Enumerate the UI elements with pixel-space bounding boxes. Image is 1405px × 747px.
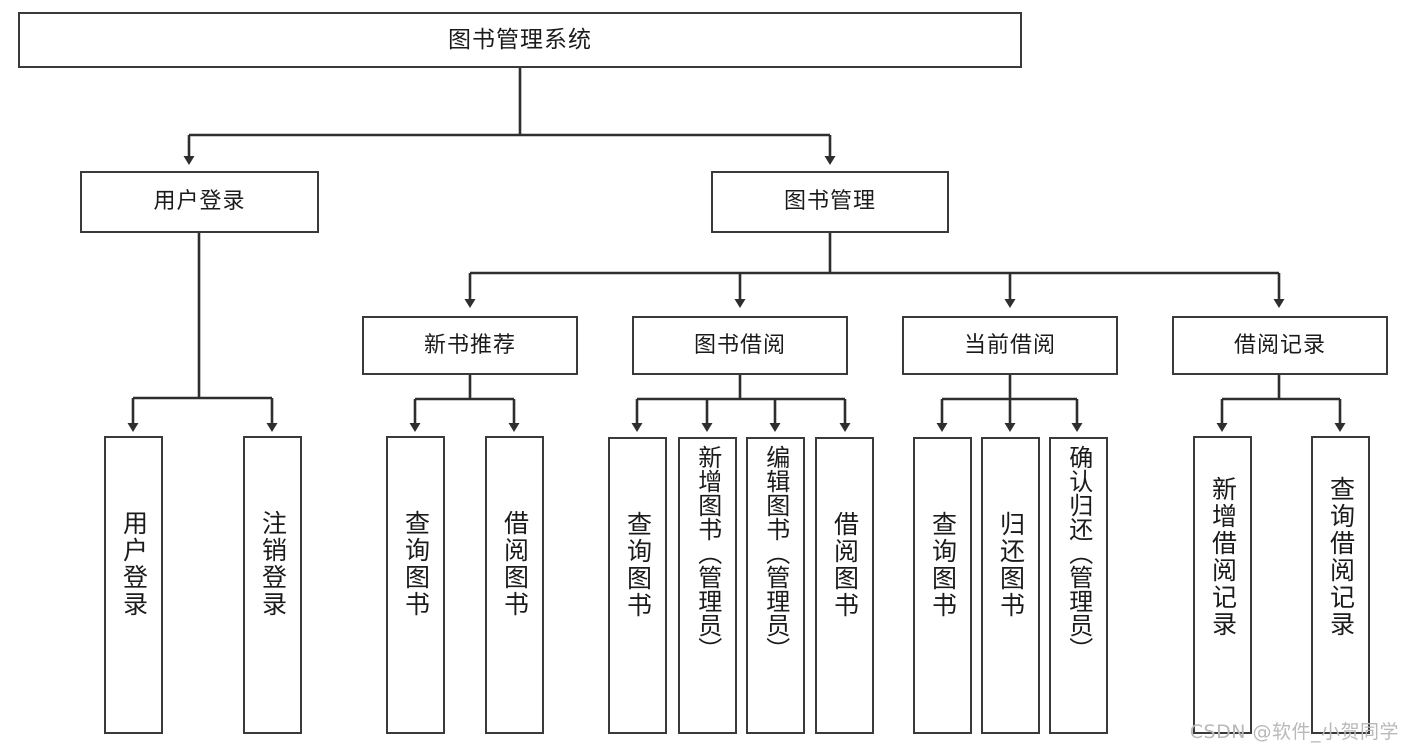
node-book-borrow-label: 图书借阅 <box>693 332 786 358</box>
leaf-borrow-book-recommend[interactable]: 借阅图书 <box>485 436 544 734</box>
node-current-borrow[interactable]: 当前借阅 <box>902 316 1118 375</box>
leaf-edit-book[interactable]: 编辑图书（管理员） <box>746 437 805 734</box>
leaf-edit-book-label: 编辑图书（管理员） <box>761 445 790 661</box>
leaf-query-book-current-label: 查询图书 <box>928 511 958 619</box>
leaf-query-book-recommend[interactable]: 查询图书 <box>386 436 445 734</box>
node-borrow-record-label: 借阅记录 <box>1233 332 1326 358</box>
leaf-add-book[interactable]: 新增图书（管理员） <box>678 437 737 734</box>
node-new-book-recommend-label: 新书推荐 <box>423 332 516 358</box>
node-borrow-record[interactable]: 借阅记录 <box>1172 316 1388 375</box>
leaf-logout-login[interactable]: 注销登录 <box>243 436 302 734</box>
leaf-user-login[interactable]: 用户登录 <box>104 436 163 734</box>
node-current-borrow-label: 当前借阅 <box>963 332 1056 358</box>
csdn-watermark: CSDN @软件_小贺同学 <box>1189 721 1399 743</box>
node-root-label: 图书管理系统 <box>448 26 592 53</box>
leaf-return-book[interactable]: 归还图书 <box>981 437 1040 734</box>
leaf-borrow-book-recommend-label: 借阅图书 <box>500 510 530 618</box>
leaf-query-borrow-record[interactable]: 查询借阅记录 <box>1311 436 1370 734</box>
leaf-add-borrow-record[interactable]: 新增借阅记录 <box>1193 436 1252 734</box>
leaf-borrow-book-borrow[interactable]: 借阅图书 <box>815 437 874 734</box>
node-book-manage[interactable]: 图书管理 <box>711 171 949 233</box>
leaf-logout-login-label: 注销登录 <box>258 510 288 618</box>
node-user-login-label: 用户登录 <box>153 189 246 215</box>
leaf-query-book-recommend-label: 查询图书 <box>401 510 431 618</box>
leaf-add-book-label: 新增图书（管理员） <box>693 445 722 661</box>
node-root[interactable]: 图书管理系统 <box>18 12 1022 68</box>
leaf-confirm-return-label: 确认归还（管理员） <box>1064 445 1093 661</box>
leaf-return-book-label: 归还图书 <box>996 511 1026 619</box>
node-new-book-recommend[interactable]: 新书推荐 <box>362 316 578 375</box>
leaf-query-book-borrow-label: 查询图书 <box>623 511 653 619</box>
leaf-query-book-borrow[interactable]: 查询图书 <box>608 437 667 734</box>
leaf-query-book-current[interactable]: 查询图书 <box>913 437 972 734</box>
node-book-manage-label: 图书管理 <box>783 189 876 215</box>
leaf-query-borrow-record-label: 查询借阅记录 <box>1326 476 1356 638</box>
leaf-user-login-label: 用户登录 <box>119 510 149 618</box>
leaf-borrow-book-borrow-label: 借阅图书 <box>830 511 860 619</box>
leaf-add-borrow-record-label: 新增借阅记录 <box>1208 476 1238 638</box>
node-book-borrow[interactable]: 图书借阅 <box>632 316 848 375</box>
leaf-confirm-return[interactable]: 确认归还（管理员） <box>1049 437 1108 734</box>
node-user-login[interactable]: 用户登录 <box>80 171 319 233</box>
